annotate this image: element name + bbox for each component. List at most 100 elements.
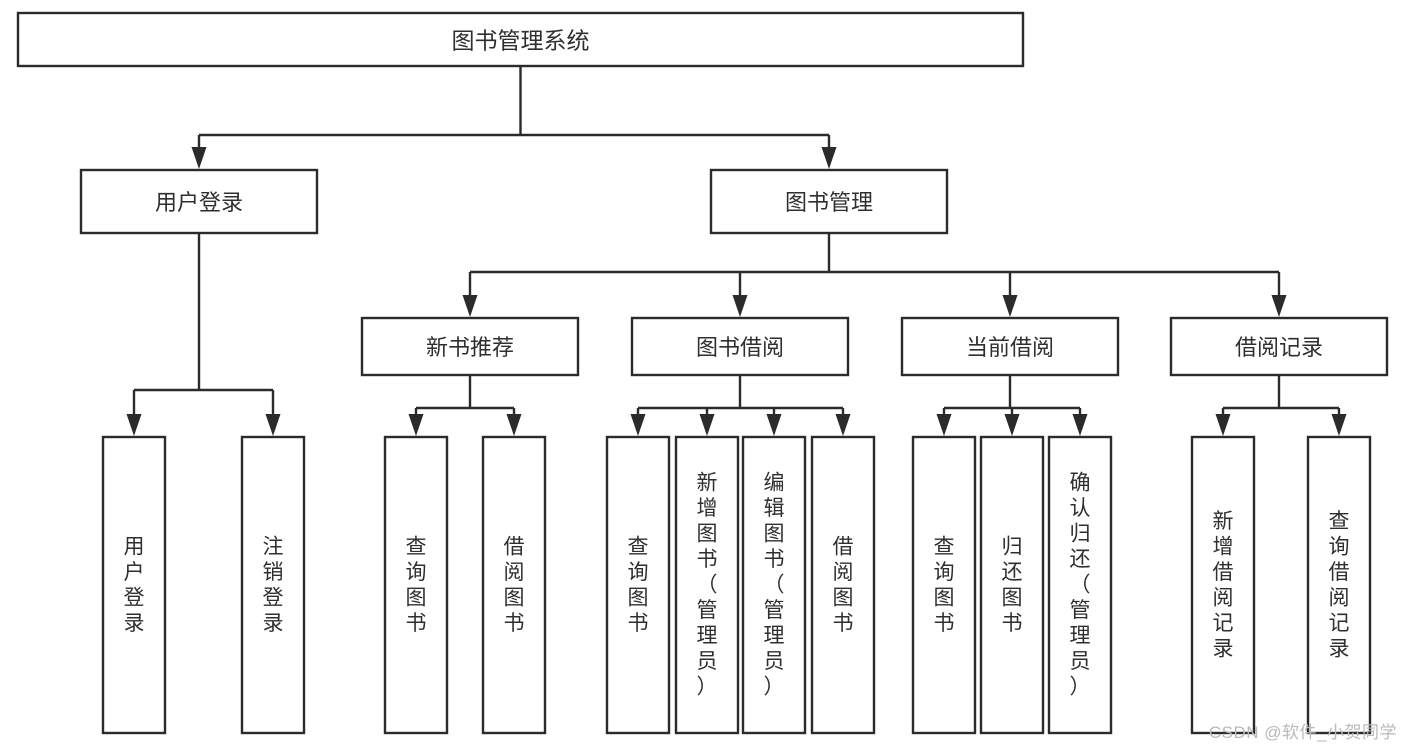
node-label: 图书管理 [785, 190, 873, 215]
svg-text:阅: 阅 [1213, 586, 1234, 609]
node-label: 用户登录 [155, 190, 243, 215]
svg-text:图: 图 [504, 586, 525, 609]
node-box[interactable] [101, 435, 167, 735]
node-box[interactable] [360, 316, 580, 377]
svg-text:）: ） [1070, 676, 1091, 699]
svg-text:理: 理 [1070, 625, 1091, 648]
svg-text:登: 登 [124, 586, 145, 609]
svg-text:员: 员 [697, 650, 718, 673]
connector-group-root [191, 66, 837, 169]
svg-text:询: 询 [1329, 535, 1350, 558]
node-box[interactable] [481, 435, 547, 735]
svg-text:还: 还 [1002, 561, 1023, 584]
svg-text:管: 管 [1070, 599, 1091, 622]
svg-text:查: 查 [1329, 510, 1350, 533]
node-box[interactable] [741, 435, 807, 735]
node-box[interactable] [630, 316, 850, 377]
svg-text:记: 记 [1329, 612, 1350, 635]
svg-text:图: 图 [406, 586, 427, 609]
svg-text:销: 销 [263, 561, 284, 584]
svg-text:书: 书 [697, 548, 718, 571]
svg-text:归: 归 [1070, 523, 1091, 546]
node-box[interactable] [911, 435, 977, 735]
svg-text:图: 图 [934, 586, 955, 609]
svg-text:书: 书 [628, 612, 649, 635]
svg-text:借: 借 [1213, 561, 1234, 584]
node-box[interactable] [16, 11, 1025, 68]
svg-text:辑: 辑 [764, 497, 785, 520]
svg-text:书: 书 [1002, 612, 1023, 635]
svg-text:注: 注 [263, 535, 284, 558]
node-branch[interactable]: 借阅记录 [1169, 316, 1389, 377]
node-branch[interactable]: 图书借阅 [630, 316, 850, 377]
connector-group-l1_0 [126, 233, 281, 436]
node-box[interactable] [240, 435, 306, 735]
svg-text:增: 增 [697, 497, 718, 520]
node-branch[interactable]: 当前借阅 [900, 316, 1120, 377]
node-leaf[interactable]: 用户登录 [101, 435, 167, 735]
svg-text:用: 用 [124, 535, 145, 558]
connector-group-l2_0 [408, 375, 522, 436]
svg-text:图: 图 [697, 523, 718, 546]
node-box[interactable] [383, 435, 449, 735]
node-box[interactable] [1169, 316, 1389, 377]
node-box[interactable] [79, 168, 319, 235]
node-branch[interactable]: 新书推荐 [360, 316, 580, 377]
connector-group-l2_3 [1215, 375, 1347, 436]
connector-layer [126, 66, 1347, 436]
node-label: 用户登录 [124, 535, 145, 635]
svg-text:）: ） [697, 676, 718, 699]
svg-text:书: 书 [504, 612, 525, 635]
node-box[interactable] [900, 316, 1120, 377]
svg-text:管: 管 [764, 599, 785, 622]
svg-text:员: 员 [1070, 650, 1091, 673]
svg-text:询: 询 [934, 561, 955, 584]
node-box[interactable] [979, 435, 1045, 735]
svg-text:书: 书 [934, 612, 955, 635]
node-box[interactable] [605, 435, 671, 735]
svg-text:编: 编 [764, 472, 785, 495]
node-label: 图书管理系统 [452, 28, 590, 54]
svg-text:图: 图 [1002, 586, 1023, 609]
svg-text:录: 录 [124, 612, 145, 635]
svg-text:录: 录 [1213, 637, 1234, 660]
node-branch[interactable]: 图书管理 [709, 168, 949, 235]
node-branch[interactable]: 用户登录 [79, 168, 319, 235]
node-box[interactable] [1306, 435, 1372, 735]
node-root[interactable]: 图书管理系统 [16, 11, 1025, 68]
node-label: 当前借阅 [966, 335, 1054, 360]
node-box[interactable] [1047, 435, 1113, 735]
svg-text:询: 询 [406, 561, 427, 584]
svg-text:查: 查 [628, 535, 649, 558]
node-box[interactable] [810, 435, 876, 735]
svg-text:借: 借 [504, 535, 525, 558]
node-box[interactable] [709, 168, 949, 235]
svg-text:借: 借 [1329, 561, 1350, 584]
svg-text:录: 录 [1329, 637, 1350, 660]
node-box[interactable] [1190, 435, 1256, 735]
node-box[interactable] [674, 435, 740, 735]
svg-text:（: （ [697, 574, 718, 597]
svg-text:书: 书 [833, 612, 854, 635]
watermark-label: CSDN @软件_小贺同学 [1208, 723, 1397, 742]
svg-text:图: 图 [833, 586, 854, 609]
